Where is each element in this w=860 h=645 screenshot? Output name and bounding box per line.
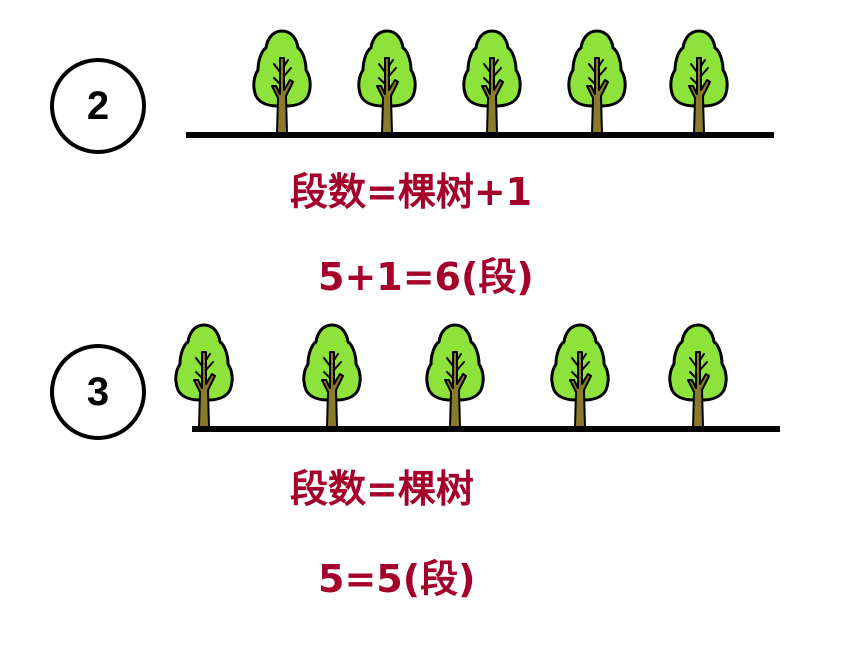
tree-icon (668, 323, 728, 429)
ground-line (186, 132, 774, 138)
ground-line (192, 426, 780, 432)
section-3: 3 段数=棵树 5=5(段) (0, 320, 860, 645)
tree-icon (357, 29, 417, 135)
tree-icon (174, 323, 234, 429)
tree-icon (669, 29, 729, 135)
tree-icon (252, 29, 312, 135)
tree-icon (425, 323, 485, 429)
calculation-text: 5+1=6(段) (318, 255, 534, 299)
formula-text: 段数=棵树 (290, 467, 474, 511)
formula-text: 段数=棵树+1 (290, 170, 533, 214)
tree-icon (550, 323, 610, 429)
section-number-badge: 2 (50, 58, 146, 154)
calculation-text: 5=5(段) (318, 557, 476, 601)
section-2: 2 段数=棵树+1 5+1=6(段) (0, 0, 860, 320)
tree-icon (302, 323, 362, 429)
tree-icon (462, 29, 522, 135)
tree-icon (567, 29, 627, 135)
section-number-badge: 3 (50, 344, 146, 440)
